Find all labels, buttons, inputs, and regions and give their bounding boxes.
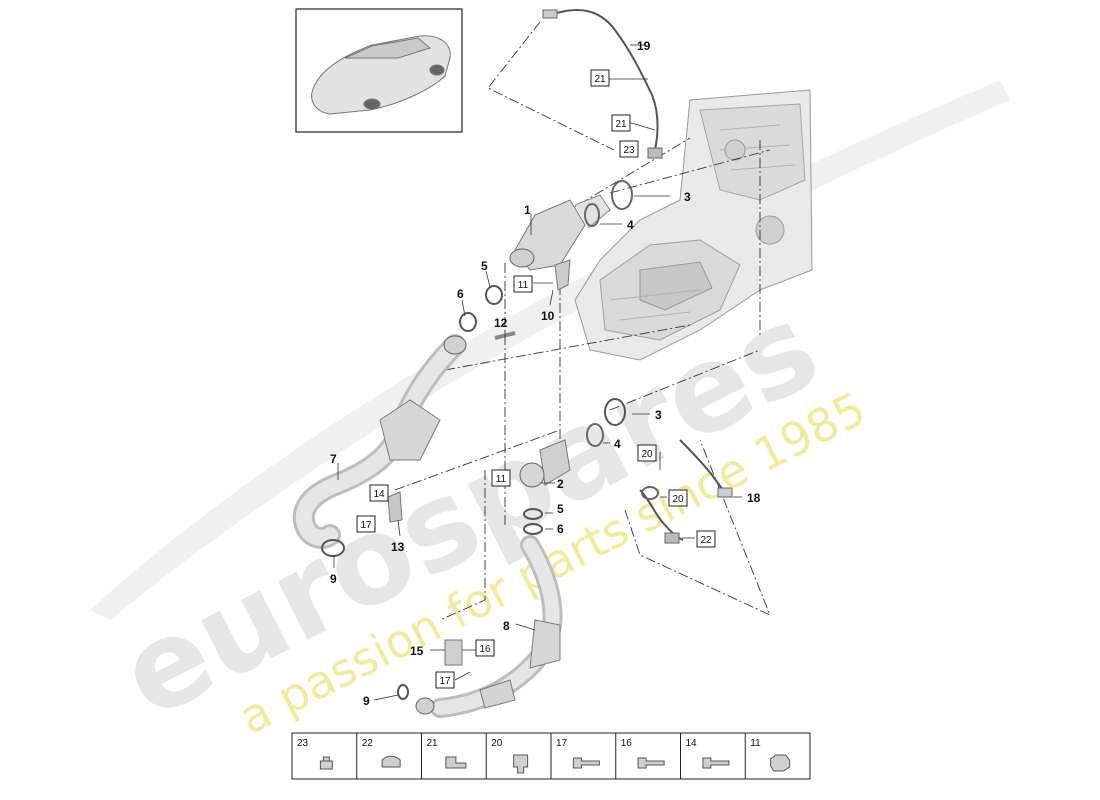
callout-5a: 5 [481,259,488,273]
bracket-clip-icon [445,756,467,769]
legend-label: 16 [621,738,633,749]
svg-text:11: 11 [518,280,529,291]
ref-box-23: 23 [619,140,639,158]
holder-icon [381,755,401,768]
svg-text:14: 14 [373,489,385,500]
svg-text:20: 20 [641,449,653,460]
callout-numbers: 19 1 3 4 5 6 10 12 7 9 13 3 4 2 5 6 18 8… [330,39,761,708]
oxygen-sensor-18 [639,439,733,544]
car-icon [311,35,451,115]
ref-box-16: 16 [475,639,495,657]
boxed-callouts: 21 21 23 11 14 17 11 20 20 22 16 17 [356,69,716,689]
watermark-swoosh [90,80,1010,620]
svg-text:17: 17 [360,520,372,531]
callout-9b: 9 [363,694,370,708]
clip-nut-icon [319,756,333,770]
fastener-legend: 23 22 21 20 17 16 14 11 [291,732,811,780]
ref-box-22: 22 [696,530,716,548]
ref-box-11b: 11 [491,469,511,487]
svg-text:22: 22 [700,535,712,546]
callout-8: 8 [503,619,510,633]
callout-19: 19 [637,39,651,53]
ref-box-21a: 21 [590,69,610,87]
ref-box-14: 14 [369,484,389,502]
ref-box-17a: 17 [356,515,376,533]
legend-label: 23 [297,738,309,749]
callout-12: 12 [494,316,508,330]
callout-1: 1 [524,203,531,217]
callout-7: 7 [330,452,337,466]
bolt-icon [572,757,600,769]
svg-text:16: 16 [479,644,491,655]
vehicle-thumbnail [295,8,463,133]
legend-label: 14 [686,738,698,749]
engine-gearbox [574,89,813,361]
svg-text:20: 20 [672,494,684,505]
callout-4a: 4 [627,218,634,232]
svg-text:21: 21 [594,74,606,85]
hex-nut-icon [770,754,791,772]
legend-label: 20 [491,738,503,749]
svg-text:23: 23 [623,145,635,156]
ref-box-17b: 17 [435,671,455,689]
oxygen-sensor-19 [542,9,663,159]
callout-13: 13 [391,540,405,554]
svg-text:11: 11 [496,474,507,485]
leader-lines [333,44,742,701]
legend-label: 17 [556,738,568,749]
callout-15: 15 [410,644,424,658]
legend-label: 22 [362,738,374,749]
svg-text:17: 17 [439,676,451,687]
callout-3b: 3 [655,408,662,422]
callout-3a: 3 [684,190,691,204]
callout-5b: 5 [557,502,564,516]
callout-6a: 6 [457,287,464,301]
callout-9a: 9 [330,572,337,586]
callout-6b: 6 [557,522,564,536]
catalytic-converter-1 [509,194,611,271]
exhaust-pipe-7 [292,334,467,557]
legend-label: 11 [750,738,761,749]
svg-text:21: 21 [615,119,627,130]
callout-2: 2 [557,477,564,491]
legend-label: 21 [427,738,439,749]
ref-box-20b: 20 [668,489,688,507]
ref-box-11a: 11 [513,275,533,293]
retainer-icon [513,754,529,774]
callout-10: 10 [541,309,555,323]
callout-18: 18 [747,491,761,505]
bolt-icon [702,757,730,769]
callout-4b: 4 [614,437,621,451]
ref-box-21b: 21 [611,114,631,132]
exhaust-pipe-8 [397,398,626,718]
bolt-icon [637,757,665,769]
ref-box-20a: 20 [637,444,657,462]
